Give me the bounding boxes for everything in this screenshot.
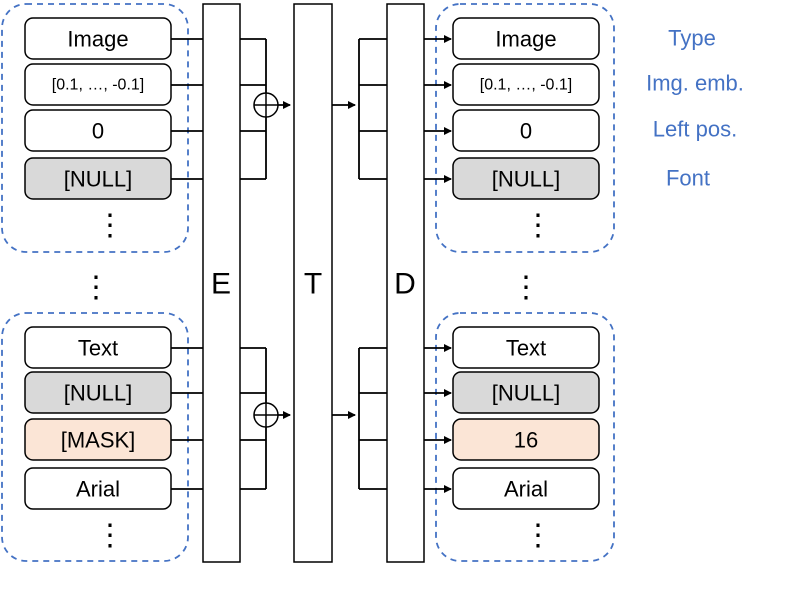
- input-connectors-bottom: [171, 347, 203, 490]
- input-label-null: [NULL]: [64, 381, 132, 406]
- output-label-left-pos: 0: [520, 119, 532, 144]
- input-label-left-pos: 0: [92, 119, 104, 144]
- input-box-left-pos: 0: [24, 109, 172, 152]
- decoder-block: D: [386, 3, 425, 563]
- input-group-2-ellipsis: ⋮: [95, 519, 125, 552]
- legend-font: Font: [666, 166, 710, 191]
- output-connectors-bottom: [424, 344, 452, 493]
- output-group-2-container: [435, 312, 615, 562]
- input-label-mask: [MASK]: [61, 428, 136, 453]
- input-box-null: [NULL]: [24, 371, 172, 414]
- output-label-null: [NULL]: [492, 381, 560, 406]
- input-box-arial: Arial: [24, 467, 172, 510]
- legend-type: Type: [668, 26, 716, 51]
- input-box-image: Image: [24, 17, 172, 60]
- output-group-1-ellipsis: ⋮: [523, 209, 553, 242]
- decoder-split-top: [358, 38, 387, 180]
- output-label-img-emb: [0.1, …, -0.1]: [480, 77, 572, 94]
- input-between-ellipsis: ⋮: [81, 271, 111, 304]
- input-box-font: [NULL]: [24, 157, 172, 200]
- transformer-label: T: [304, 268, 322, 301]
- output-label-text-type: Text: [506, 336, 546, 361]
- output-label-image: Image: [495, 27, 556, 52]
- input-label-image: Image: [67, 27, 128, 52]
- input-connectors-top: [171, 38, 203, 180]
- output-label-font-size: 16: [514, 428, 538, 453]
- input-group-1-ellipsis: ⋮: [95, 209, 125, 242]
- output-group-1-container: [435, 3, 615, 253]
- input-group-1-container: [1, 3, 189, 253]
- output-label-arial: Arial: [504, 477, 548, 502]
- output-box-null: [NULL]: [452, 371, 600, 414]
- transformer-block: T: [293, 3, 333, 563]
- combine-icon-bottom: [253, 402, 279, 428]
- input-box-mask: [MASK]: [24, 418, 172, 461]
- input-label-font: [NULL]: [64, 167, 132, 192]
- input-box-text-type: Text: [24, 326, 172, 369]
- decoder-label: D: [394, 268, 416, 301]
- legend-img-emb: Img. emb.: [646, 71, 744, 96]
- output-label-font: [NULL]: [492, 167, 560, 192]
- input-box-img-emb: [0.1, …, -0.1]: [24, 63, 172, 106]
- output-box-font-size: 16: [452, 418, 600, 461]
- output-connectors-top: [424, 35, 452, 183]
- output-box-arial: Arial: [452, 467, 600, 510]
- encoder-label: E: [211, 268, 231, 301]
- output-box-left-pos: 0: [452, 109, 600, 152]
- input-group-2-container: [1, 312, 189, 562]
- output-box-text-type: Text: [452, 326, 600, 369]
- output-box-image: Image: [452, 17, 600, 60]
- combine-icon-top: [253, 92, 279, 118]
- input-label-text-type: Text: [78, 336, 118, 361]
- input-label-arial: Arial: [76, 477, 120, 502]
- legend-left-pos: Left pos.: [653, 117, 737, 142]
- output-group-2-ellipsis: ⋮: [523, 519, 553, 552]
- decoder-split-bottom: [358, 347, 387, 490]
- output-between-ellipsis: ⋮: [511, 271, 541, 304]
- output-box-img-emb: [0.1, …, -0.1]: [452, 63, 600, 106]
- encoder-block: E: [202, 3, 241, 563]
- input-label-img-emb: [0.1, …, -0.1]: [52, 77, 144, 94]
- output-box-font: [NULL]: [452, 157, 600, 200]
